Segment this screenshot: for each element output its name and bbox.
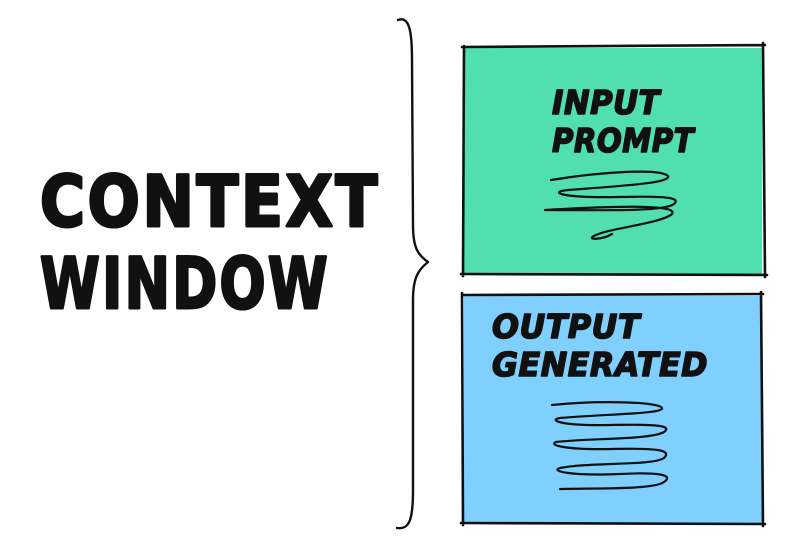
curly-brace [395, 18, 430, 530]
output-box-outline [459, 290, 767, 528]
input-prompt-box: INPUT PROMPT [459, 41, 769, 279]
title-line-window: WINDOW [40, 243, 330, 325]
output-label-line2: GENERATED [492, 345, 708, 384]
output-box-fill [464, 296, 762, 524]
output-scribble [550, 401, 669, 491]
title-line-context: CONTEXT [40, 161, 380, 243]
input-box-outline [459, 41, 769, 279]
input-box-fill [464, 48, 762, 275]
output-label-line1: OUTPUT [492, 307, 642, 346]
output-generated-box: OUTPUT GENERATED [459, 290, 767, 528]
input-label-line2: PROMPT [552, 121, 696, 160]
input-label-line1: INPUT [552, 83, 662, 122]
input-scribble [543, 170, 677, 240]
